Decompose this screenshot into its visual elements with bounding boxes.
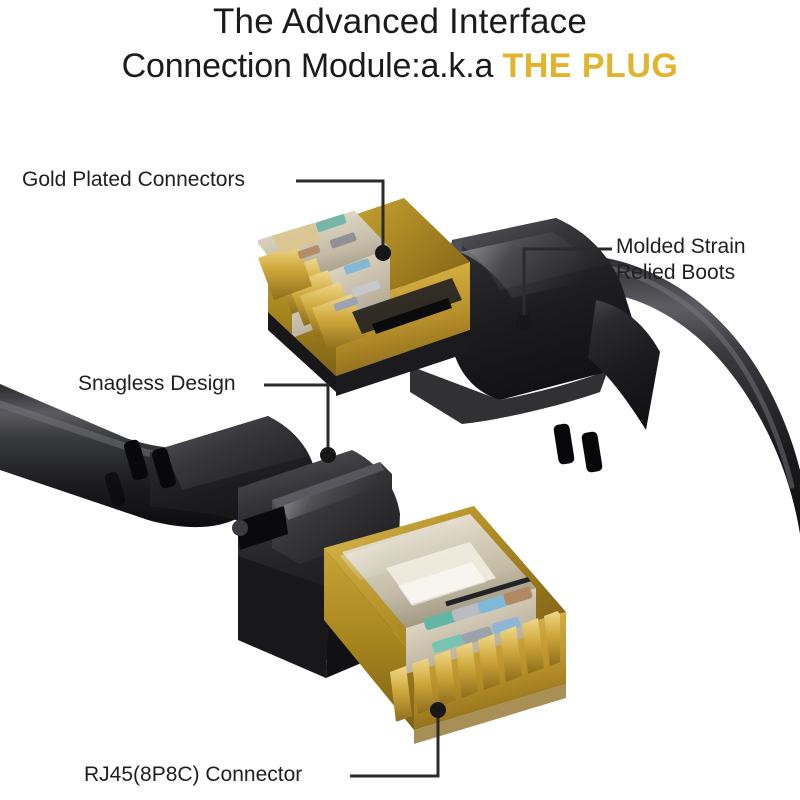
upper-plug-latch-slot <box>372 298 452 334</box>
lower-plug-contact-pins <box>390 610 560 722</box>
lower-rj45-plug <box>324 506 566 744</box>
callout-label-molded-strain-relied-boots: Molded Strain Relied Boots <box>616 234 746 286</box>
lower-plug-nose-gloss <box>340 518 488 580</box>
callout-label-snagless-design: Snagless Design <box>78 372 236 395</box>
callout-molded-line-2: Relied Boots <box>616 261 736 284</box>
upper-cable-highlight <box>607 265 795 489</box>
callout-label-gold-plated-connectors: Gold Plated Connectors <box>22 168 245 191</box>
lower-plug-bottom-lip <box>414 684 566 744</box>
upper-plug-latch <box>352 278 462 334</box>
lower-latch-guard-edge <box>272 462 384 508</box>
lower-plug-shield-face <box>406 588 536 674</box>
callout-molded-line-1: Molded Strain <box>616 235 746 258</box>
lower-boot-vents <box>104 439 177 507</box>
upper-boot-vents <box>553 423 603 473</box>
lower-plug-wire-pairs <box>423 573 541 653</box>
upper-rj45-plug <box>258 198 470 396</box>
lower-cable-assembly <box>0 384 566 744</box>
lower-latch-pivot <box>232 520 248 536</box>
lower-latch-guard-gloss <box>282 472 380 520</box>
callout-label-rj45-connector: RJ45(8P8C) Connector <box>84 763 303 786</box>
upper-boot-shadow <box>410 366 608 424</box>
upper-plug-underside <box>268 312 336 392</box>
lower-boot-lower-block <box>238 556 330 678</box>
lower-latch-slot <box>236 506 288 550</box>
upper-plug-base-shadow <box>336 330 470 396</box>
upper-cable-ferrule <box>588 300 660 430</box>
